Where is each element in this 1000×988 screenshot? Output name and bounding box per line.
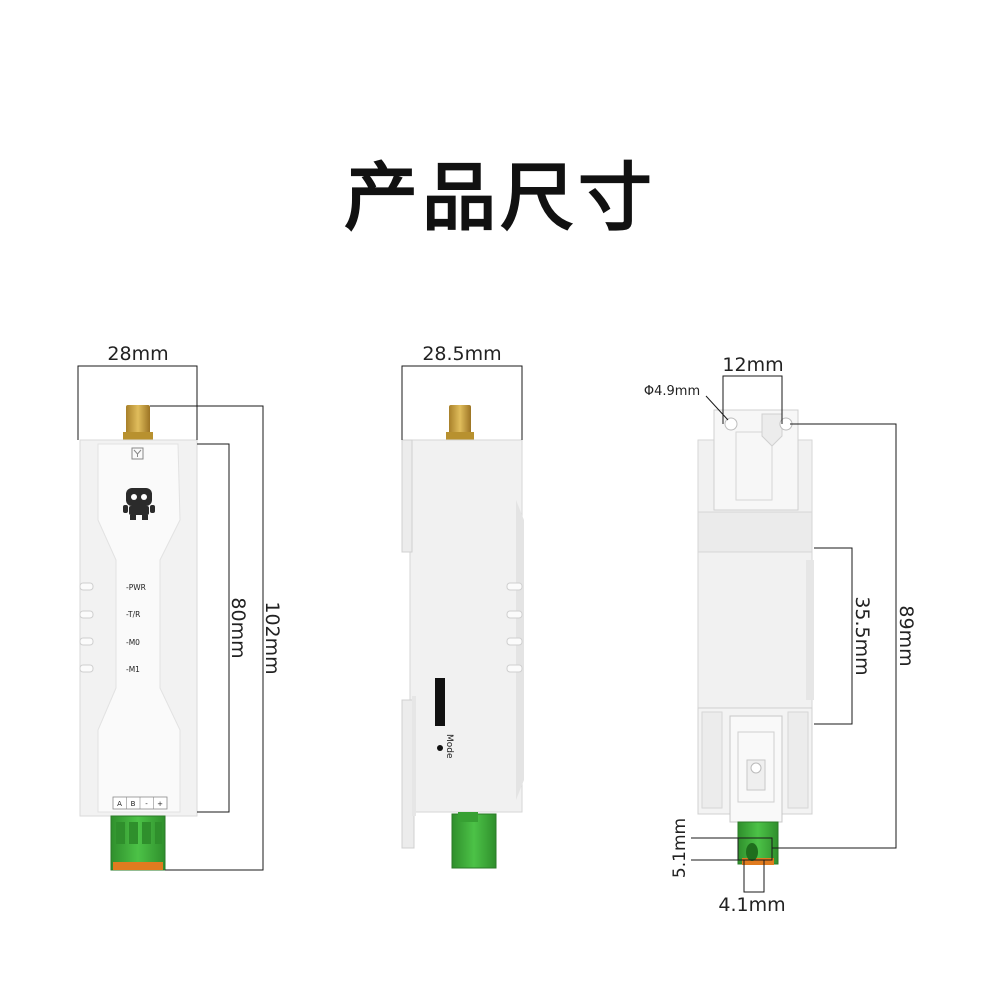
page-title: 产品尺寸 [344,155,656,241]
clip-height-label: 5.1mm [670,818,690,878]
mode-slot [435,678,445,726]
back-terminal-block [737,821,779,865]
side-body [409,439,523,813]
led-m0 [79,637,94,646]
led-label-m1: -M1 [126,665,140,674]
front-dimension-lines [77,365,264,871]
mode-label: Mode [444,734,454,759]
side-led-pipes [506,582,523,673]
side-terminal-block [451,812,497,869]
rail-span-label: 35.5mm [851,596,873,675]
total-span-label: 89mm [895,605,917,666]
front-view: -PWR -T/R -M0 -M1 A B - + [77,343,283,871]
led-pwr [79,582,94,591]
mount-hole-left [724,417,738,431]
clip-width-label: 4.1mm [718,894,785,916]
side-antenna-connector [446,405,474,443]
led-label-pwr: -PWR [126,583,146,592]
led-m1 [79,664,94,673]
led-label-tr: -T/R [126,610,140,619]
led-label-m0: -M0 [126,638,140,647]
front-face-inset [97,443,181,813]
robot-logo-icon [123,488,155,520]
mode-button-icon [437,745,443,751]
terminal-label-a: A [117,800,122,808]
side-width-label: 28.5mm [422,343,501,365]
terminal-label-minus: - [145,800,148,808]
terminal-block [110,815,166,871]
led-tr [79,610,94,619]
back-dimension-lines [691,375,897,893]
antenna-icon [131,447,144,460]
side-rail-flange-top [401,439,413,553]
back-view: 12mm Φ4.9mm 35.5mm 89mm 5.1mm 4.1mm [644,354,917,916]
front-width-label: 28mm [107,343,168,365]
side-dimension-lines [401,365,523,440]
terminal-label-plus: + [157,800,163,808]
back-rail-channel [697,511,813,553]
terminal-label-b: B [131,800,136,808]
hole-diameter-label: Φ4.9mm [644,384,700,399]
terminal-label-strip: A B - + [112,796,168,810]
front-total-height-label: 102mm [261,601,283,674]
side-view: Mode 28.5mm [401,343,524,869]
led-indicators [79,582,94,673]
front-body-height-label: 80mm [227,597,249,658]
hole-spacing-label: 12mm [722,354,783,376]
antenna-connector [123,405,153,443]
